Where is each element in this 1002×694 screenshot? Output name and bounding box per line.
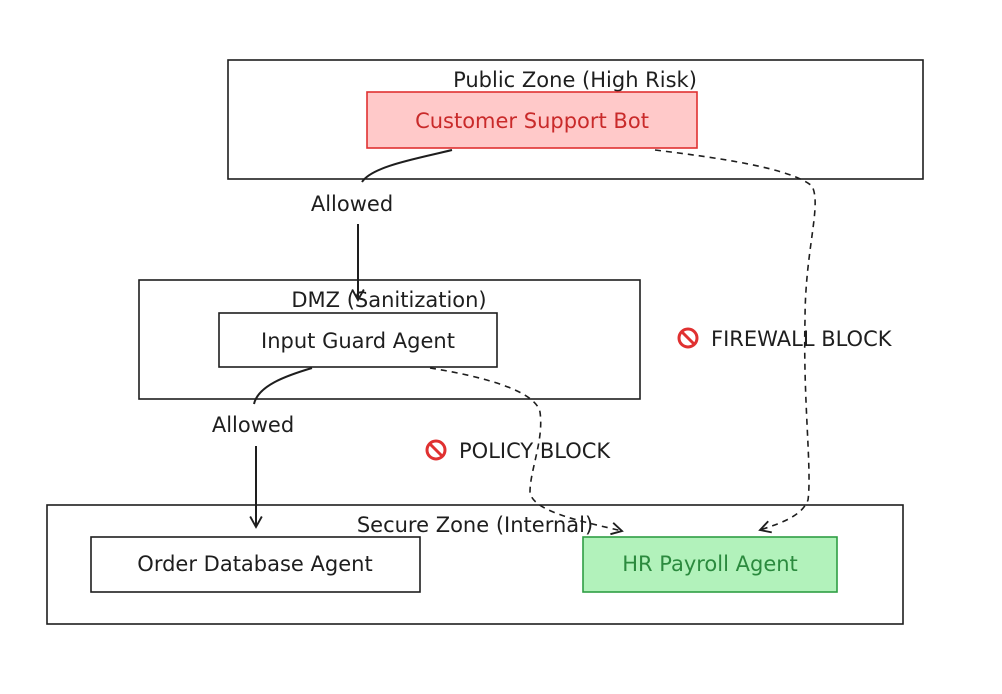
- order-database-agent-label: Order Database Agent: [137, 552, 372, 576]
- prohibited-icon: [425, 439, 447, 461]
- dmz-zone: DMZ (Sanitization): [138, 279, 641, 400]
- edge-guard-to-order: [253, 367, 313, 405]
- secure-zone-label: Secure Zone (Internal): [357, 513, 593, 537]
- order-database-agent-node: Order Database Agent: [90, 536, 421, 593]
- public-zone-label: Public Zone (High Risk): [453, 68, 697, 92]
- edge-bot-to-guard-label: Allowed: [311, 192, 393, 216]
- customer-support-bot-label: Customer Support Bot: [415, 109, 649, 133]
- edge-guard-to-order-label: Allowed: [212, 413, 294, 437]
- hr-payroll-agent-node: HR Payroll Agent: [582, 536, 838, 593]
- edge-guard-to-hr: [429, 367, 624, 536]
- firewall-block-label: FIREWALL BLOCK: [711, 327, 893, 351]
- public-zone: Public Zone (High Risk): [227, 59, 924, 180]
- input-guard-agent-node: Input Guard Agent: [218, 312, 498, 368]
- edge-bot-to-guard: [361, 149, 453, 183]
- edge-bot-to-hr: [654, 149, 816, 534]
- policy-block-label: POLICY BLOCK: [459, 439, 611, 463]
- prohibited-icon: [677, 327, 699, 349]
- dmz-zone-label: DMZ (Sanitization): [291, 288, 486, 312]
- firewall-block-label-group: FIREWALL BLOCK: [677, 327, 893, 351]
- secure-zone: Secure Zone (Internal): [46, 504, 904, 625]
- input-guard-agent-label: Input Guard Agent: [261, 329, 455, 353]
- customer-support-bot-node: Customer Support Bot: [366, 91, 698, 149]
- hr-payroll-agent-label: HR Payroll Agent: [622, 552, 798, 576]
- policy-block-label-group: POLICY BLOCK: [425, 439, 611, 463]
